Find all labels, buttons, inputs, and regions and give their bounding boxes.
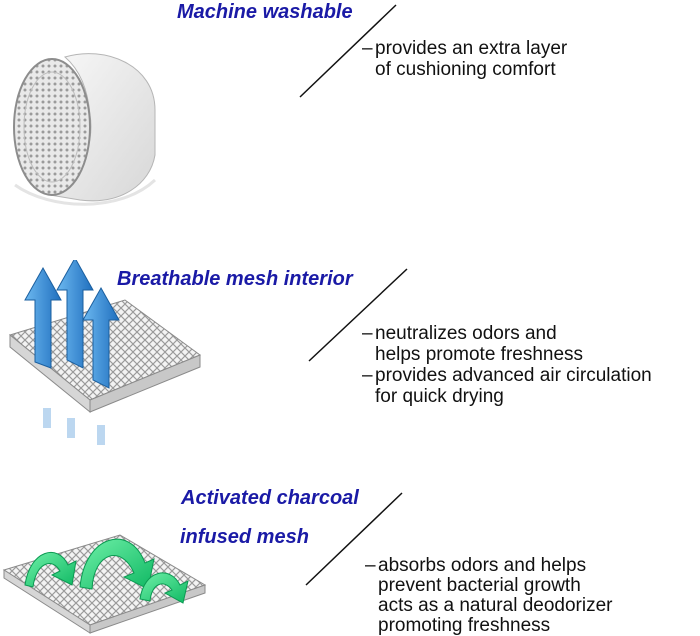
divider-line [305, 492, 403, 586]
bullet-line: provides an extra layer [375, 38, 568, 59]
bullet-line: promoting freshness [378, 615, 551, 636]
mesh-with-green-arrows-icon [2, 534, 207, 634]
bullet-item: – neutralizes odors and helps promote fr… [362, 323, 652, 365]
bullet-line: provides advanced air circulation [375, 365, 652, 386]
bullet-line: for quick drying [375, 386, 504, 407]
bullet-item: – provides advanced air circulation for … [362, 365, 652, 407]
feature-description: – absorbs odors and helps prevent bacter… [365, 556, 612, 636]
feature-activated-charcoal: Activated charcoal infused mesh – absorb… [0, 440, 700, 636]
feature-description: – neutralizes odors and helps promote fr… [362, 323, 652, 407]
feature-title: infused mesh [180, 526, 309, 548]
bullet-line: prevent bacterial growth [378, 575, 581, 596]
bullet-dash: – [362, 365, 373, 386]
feature-title: Machine washable [177, 1, 353, 23]
feature-description: – provides an extra layer of cushioning … [362, 38, 567, 80]
bullet-line: of cushioning comfort [375, 59, 556, 80]
feature-title: Breathable mesh interior [117, 268, 353, 290]
bullet-item: – provides an extra layer of cushioning … [362, 38, 567, 80]
divider-line [308, 268, 408, 362]
bullet-line: helps promote freshness [375, 344, 584, 365]
bullet-line: neutralizes odors and [375, 323, 557, 344]
feature-machine-washable: Machine washable – provides an extra lay… [0, 0, 700, 230]
feature-breathable-mesh: Breathable mesh interior – [0, 230, 700, 445]
bullet-item: – absorbs odors and helps prevent bacter… [365, 556, 612, 636]
mesh-with-blue-arrows-icon [8, 260, 202, 445]
bullet-dash: – [362, 323, 373, 344]
bullet-line: acts as a natural deodorizer [378, 595, 613, 616]
bullet-line: absorbs odors and helps [378, 555, 587, 576]
cushion-insole-icon [13, 53, 157, 206]
bullet-dash: – [362, 38, 373, 59]
feature-title: Activated charcoal [181, 487, 359, 509]
divider-line [299, 4, 397, 98]
bullet-dash: – [365, 555, 376, 576]
